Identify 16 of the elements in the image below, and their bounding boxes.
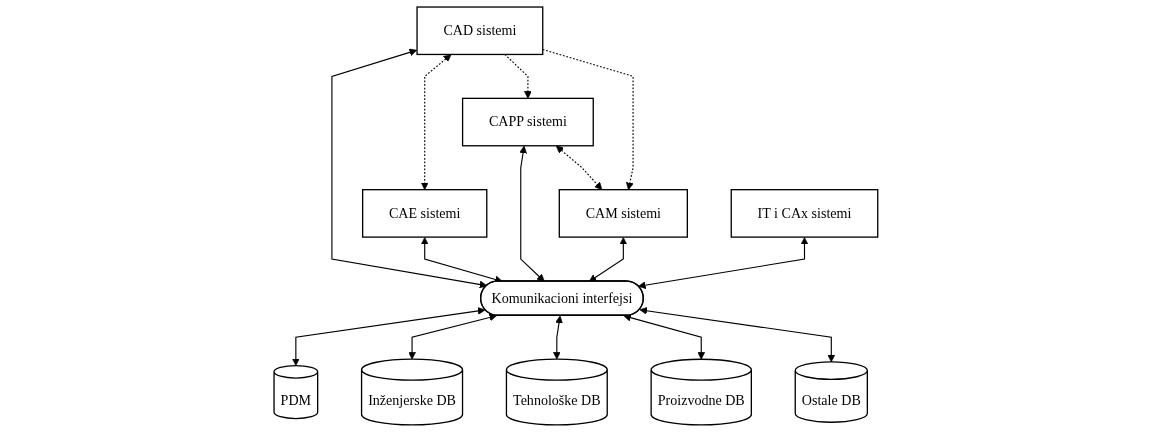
node-box: CAPP sistemi	[461, 97, 594, 147]
arrow	[330, 48, 487, 289]
arrow	[623, 313, 705, 360]
arrow	[291, 307, 485, 366]
arrow	[518, 145, 545, 282]
arrow	[588, 237, 627, 282]
node-box: CAD sistemi	[416, 6, 543, 56]
arrow	[639, 307, 835, 363]
arrow	[637, 237, 808, 289]
arrow	[555, 145, 602, 191]
arrow	[420, 54, 451, 191]
arrow	[407, 313, 497, 360]
node-box: CAM sistemi	[558, 189, 688, 238]
arrow	[552, 315, 563, 360]
node-box: IT i CAx sistemi	[730, 189, 878, 238]
node-box: CAE sistemi	[361, 189, 488, 238]
